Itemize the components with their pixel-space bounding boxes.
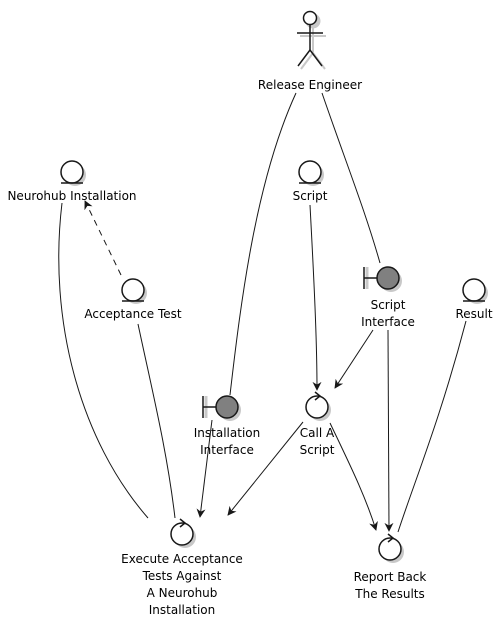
entity-icon [462, 278, 486, 302]
node-label-call-a-script: Call A Script [300, 426, 335, 457]
label-line: Script [371, 298, 406, 312]
entity-icon [298, 160, 322, 184]
node-call-a-script: Call A Script [300, 391, 335, 457]
label-line: Acceptance Test [84, 307, 182, 321]
label-line: Script [293, 189, 328, 203]
label-line: Neurohub Installation [7, 189, 136, 203]
edge-script-interface-to-call-a-script [334, 329, 374, 389]
edge-installation-interface-to-execute-acceptance-tests [196, 419, 213, 518]
control-icon [170, 522, 194, 546]
edge-release-engineer-to-script-interface [321, 92, 381, 264]
label-line: A Neurohub [147, 586, 218, 600]
node-result: Result [455, 278, 493, 321]
edges-layer [58, 92, 467, 533]
label-line: Release Engineer [258, 78, 362, 92]
node-label-neurohub-installation: Neurohub Installation [7, 189, 136, 203]
label-line: Script [300, 443, 335, 457]
node-neurohub-installation: Neurohub Installation [7, 160, 137, 203]
control-icon [305, 395, 329, 419]
node-script: Script [293, 160, 328, 203]
node-label-result: Result [455, 307, 492, 321]
edge-script-interface-to-report-back-results [384, 329, 394, 532]
label-line: Tests Against [142, 569, 222, 583]
edge-script-to-call-a-script [309, 204, 322, 391]
edge-release-engineer-to-installation-interface [229, 92, 297, 396]
edge-neurohub-installation-to-execute-acceptance-tests [58, 202, 149, 519]
label-line: Result [455, 307, 492, 321]
node-label-script: Script [293, 189, 328, 203]
edge-call-a-script-to-execute-acceptance-tests [227, 421, 304, 516]
node-acceptance-test: Acceptance Test [84, 278, 182, 321]
boundary-icon [215, 395, 239, 419]
control-icon [378, 537, 402, 561]
edge-acceptance-test-to-neurohub-installation [84, 200, 122, 276]
label-line: Execute Acceptance [121, 552, 243, 566]
node-label-release-engineer: Release Engineer [258, 78, 362, 92]
actor-icon [297, 10, 323, 67]
label-line: The Results [354, 587, 424, 601]
edge-acceptance-test-to-execute-acceptance-tests [137, 323, 176, 519]
boundary-icon [376, 266, 400, 290]
label-line: Interface [200, 443, 254, 457]
node-release-engineer: Release Engineer [258, 10, 362, 92]
label-line: Interface [361, 315, 415, 329]
entity-icon [121, 278, 145, 302]
edge-result-to-report-back-results [397, 320, 467, 533]
label-line: Installation [149, 603, 215, 617]
label-line: Report Back [354, 570, 427, 584]
entity-icon [60, 160, 84, 184]
label-line: Call A [300, 426, 335, 440]
node-label-acceptance-test: Acceptance Test [84, 307, 182, 321]
edge-call-a-script-to-report-back-results [329, 422, 378, 531]
label-line: Installation [194, 426, 260, 440]
